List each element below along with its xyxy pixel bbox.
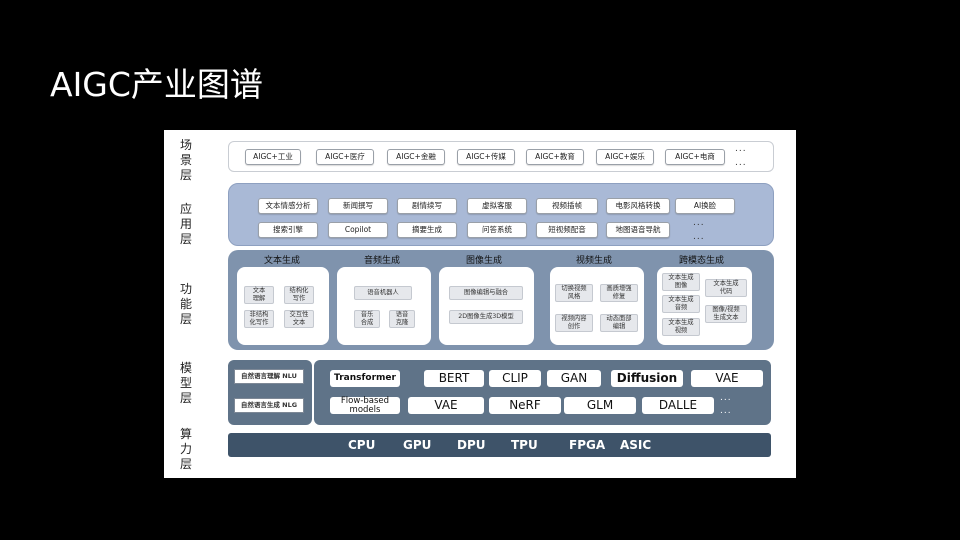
model-item: DALLE	[642, 397, 714, 414]
compute-item: GPU	[403, 438, 432, 452]
application-item: 文本情感分析	[258, 198, 318, 214]
function-group-text: 文本 理解 结构化 写作 非结构 化写作 交互性 文本	[237, 267, 329, 345]
function-item: 文本生成 图像	[662, 273, 700, 291]
function-item: 语音机器人	[354, 286, 412, 300]
compute-layer: CPU GPU DPU TPU FPGA ASIC	[228, 433, 771, 457]
model-item: CLIP	[489, 370, 541, 387]
function-item: 动态面部 编辑	[600, 314, 638, 332]
application-item: 问答系统	[467, 222, 527, 238]
function-item: 交互性 文本	[284, 310, 314, 328]
compute-item: FPGA	[569, 438, 606, 452]
more-indicator: ...	[720, 406, 732, 416]
more-indicator: ...	[735, 144, 747, 154]
layer-label-application: 应 用 层	[179, 202, 192, 246]
scene-layer: AIGC+工业 AIGC+医疗 AIGC+金融 AIGC+传媒 AIGC+教育 …	[228, 141, 774, 172]
more-indicator: ...	[693, 218, 705, 228]
aigc-industry-map: 场 景 层 应 用 层 功 能 层 模 型 层 算 力 层 AIGC+工业 AI…	[164, 130, 796, 478]
model-item: VAE	[408, 397, 484, 414]
function-item: 非结构 化写作	[244, 310, 274, 328]
function-item: 图像/视频 生成文本	[705, 305, 747, 323]
scene-item: AIGC+传媒	[457, 149, 515, 165]
application-item: 搜索引擎	[258, 222, 318, 238]
application-item: 虚拟客服	[467, 198, 527, 214]
application-layer: 文本情感分析 新闻撰写 剧情续写 虚拟客服 视频插帧 电影风格转换 AI换脸 搜…	[228, 183, 774, 246]
application-item: 剧情续写	[397, 198, 457, 214]
application-item: 地图语音导航	[606, 222, 670, 238]
model-layer: Transformer BERT CLIP GAN Diffusion VAE …	[314, 360, 771, 425]
model-item: GAN	[547, 370, 601, 387]
scene-item: AIGC+医疗	[316, 149, 374, 165]
application-item: 摘要生成	[397, 222, 457, 238]
function-item: 文本生成 音频	[662, 295, 700, 313]
layer-label-scene: 场 景 层	[179, 138, 192, 182]
application-item: 电影风格转换	[606, 198, 670, 214]
function-group-title-audio: 音频生成	[364, 256, 401, 266]
function-item: 文本生成 代码	[705, 279, 747, 297]
compute-item: DPU	[457, 438, 486, 452]
function-item: 视频内容 创作	[555, 314, 593, 332]
function-group-cross-modal: 文本生成 图像 文本生成 代码 文本生成 音频 图像/视频 生成文本 文本生成 …	[657, 267, 752, 345]
model-item: BERT	[424, 370, 484, 387]
model-item: Transformer	[330, 370, 400, 387]
function-item: 音乐 合成	[354, 310, 380, 328]
compute-item: ASIC	[620, 438, 652, 452]
function-item: 结构化 写作	[284, 286, 314, 304]
application-item: 视频插帧	[536, 198, 598, 214]
model-item: Flow-based models	[330, 397, 400, 415]
function-group-title-video: 视频生成	[576, 256, 613, 266]
function-group-audio: 语音机器人 音乐 合成 语音 克隆	[337, 267, 431, 345]
model-item: Diffusion	[611, 370, 683, 387]
application-item: AI换脸	[675, 198, 735, 214]
model-item: VAE	[691, 370, 763, 387]
layer-label-function: 功 能 层	[179, 282, 192, 326]
function-item: 图像编辑与融合	[449, 286, 523, 300]
model-tag-nlu: 自然语言理解 NLU	[234, 369, 304, 384]
model-item: GLM	[564, 397, 636, 414]
model-item: NeRF	[489, 397, 561, 414]
scene-item: AIGC+娱乐	[596, 149, 654, 165]
function-item: 切换视频 风格	[555, 284, 593, 302]
model-tag-nlg: 自然语言生成 NLG	[234, 398, 304, 413]
function-item: 语音 克隆	[389, 310, 415, 328]
function-item: 画质增强 修复	[600, 284, 638, 302]
slide-title: AIGC产业图谱	[50, 65, 263, 104]
function-item: 文本 理解	[244, 286, 274, 304]
function-item: 2D图像生成3D模型	[449, 310, 523, 324]
scene-item: AIGC+教育	[526, 149, 584, 165]
compute-item: CPU	[348, 438, 376, 452]
function-group-video: 切换视频 风格 画质增强 修复 视频内容 创作 动态面部 编辑	[550, 267, 644, 345]
function-group-image: 图像编辑与融合 2D图像生成3D模型	[439, 267, 534, 345]
function-group-title-image: 图像生成	[466, 256, 503, 266]
model-layer-nlp: 自然语言理解 NLU 自然语言生成 NLG	[228, 360, 312, 425]
application-item: 短视频配音	[536, 222, 598, 238]
scene-item: AIGC+电商	[665, 149, 725, 165]
compute-item: TPU	[511, 438, 538, 452]
function-group-title-text: 文本生成	[264, 256, 301, 266]
more-indicator: ...	[693, 232, 705, 242]
application-item: 新闻撰写	[328, 198, 388, 214]
function-item: 文本生成 视频	[662, 318, 700, 336]
layer-label-compute: 算 力 层	[179, 427, 192, 471]
more-indicator: ...	[735, 158, 747, 168]
application-item: Copilot	[328, 222, 388, 238]
function-layer: 文本生成 文本 理解 结构化 写作 非结构 化写作 交互性 文本 音频生成 语音…	[228, 250, 774, 350]
more-indicator: ...	[720, 393, 732, 403]
function-group-title-cross-modal: 跨模态生成	[679, 256, 725, 266]
scene-item: AIGC+金融	[387, 149, 445, 165]
layer-label-model: 模 型 层	[179, 361, 192, 405]
scene-item: AIGC+工业	[245, 149, 301, 165]
